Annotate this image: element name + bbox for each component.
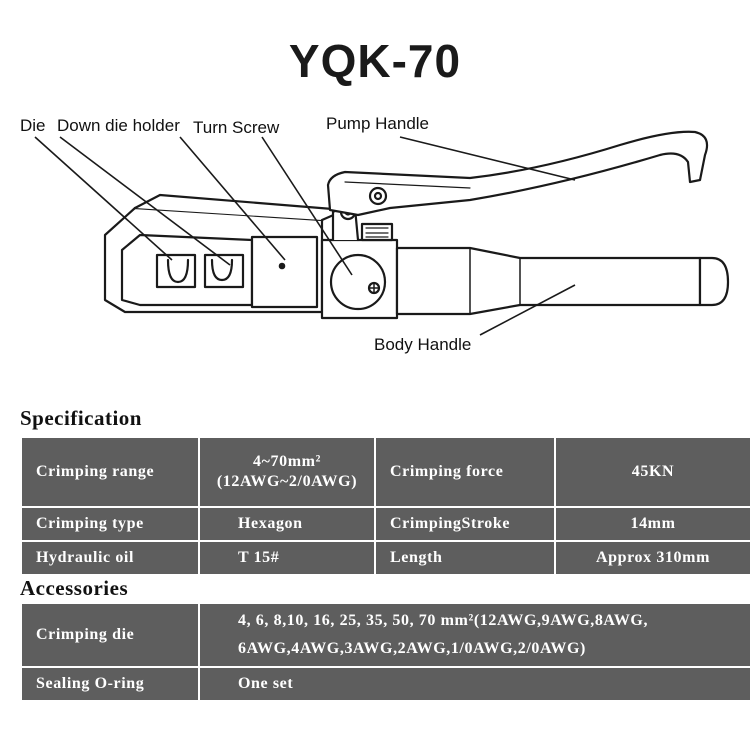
table-row: Sealing O-ring One set xyxy=(20,666,750,702)
pump-handle xyxy=(326,130,709,217)
spec-label: Length xyxy=(374,540,556,576)
accessory-value: One set xyxy=(198,666,750,702)
spec-value: Hexagon xyxy=(198,506,376,542)
table-row: Crimping type Hexagon CrimpingStroke 14m… xyxy=(20,506,750,542)
spec-value-line: (12AWG~2/0AWG) xyxy=(216,473,358,490)
spec-label: Hydraulic oil xyxy=(20,540,200,576)
accessory-value: 4, 6, 8,10, 16, 25, 35, 50, 70 mm²(12AWG… xyxy=(198,602,750,668)
accessory-label: Sealing O-ring xyxy=(20,666,200,702)
table-row: Crimping range 4~70mm² (12AWG~2/0AWG) Cr… xyxy=(20,436,750,508)
spec-value-line: 4~70mm² xyxy=(253,453,321,470)
specification-heading: Specification xyxy=(20,406,142,430)
accessories-table: Crimping die 4, 6, 8,10, 16, 25, 35, 50,… xyxy=(20,602,750,702)
spec-value: 45KN xyxy=(554,436,750,508)
accessory-label: Crimping die xyxy=(20,602,200,668)
spec-value: 4~70mm² (12AWG~2/0AWG) xyxy=(198,436,376,508)
table-row: Hydraulic oil T 15# Length Approx 310mm xyxy=(20,540,750,576)
tool-diagram xyxy=(34,130,730,336)
accessories-heading: Accessories xyxy=(20,576,129,600)
spec-label: CrimpingStroke xyxy=(374,506,556,542)
accessory-value-line: 6AWG,4AWG,3AWG,2AWG,1/0AWG,2/0AWG) xyxy=(238,640,586,657)
specification-table: Crimping range 4~70mm² (12AWG~2/0AWG) Cr… xyxy=(20,436,750,576)
label-pump-handle: Pump Handle xyxy=(326,114,430,133)
spec-value: Approx 310mm xyxy=(554,540,750,576)
label-die: Die xyxy=(20,116,46,135)
accessory-value-line: 4, 6, 8,10, 16, 25, 35, 50, 70 mm²(12AWG… xyxy=(238,612,649,629)
label-turn-screw: Turn Screw xyxy=(193,118,280,137)
die-holder-block xyxy=(250,235,319,309)
spec-value: T 15# xyxy=(198,540,376,576)
turn-screw-knob xyxy=(329,253,387,311)
body-cylinder xyxy=(395,246,702,316)
table-row: Crimping die 4, 6, 8,10, 16, 25, 35, 50,… xyxy=(20,602,750,668)
product-title: YQK-70 xyxy=(288,35,462,87)
label-body-handle: Body Handle xyxy=(374,335,472,354)
spec-label: Crimping force xyxy=(374,436,556,508)
spec-label: Crimping type xyxy=(20,506,200,542)
spec-value: 14mm xyxy=(554,506,750,542)
spec-label: Crimping range xyxy=(20,436,200,508)
label-down-die-holder: Down die holder xyxy=(57,116,180,135)
body-handle-end xyxy=(698,256,730,307)
